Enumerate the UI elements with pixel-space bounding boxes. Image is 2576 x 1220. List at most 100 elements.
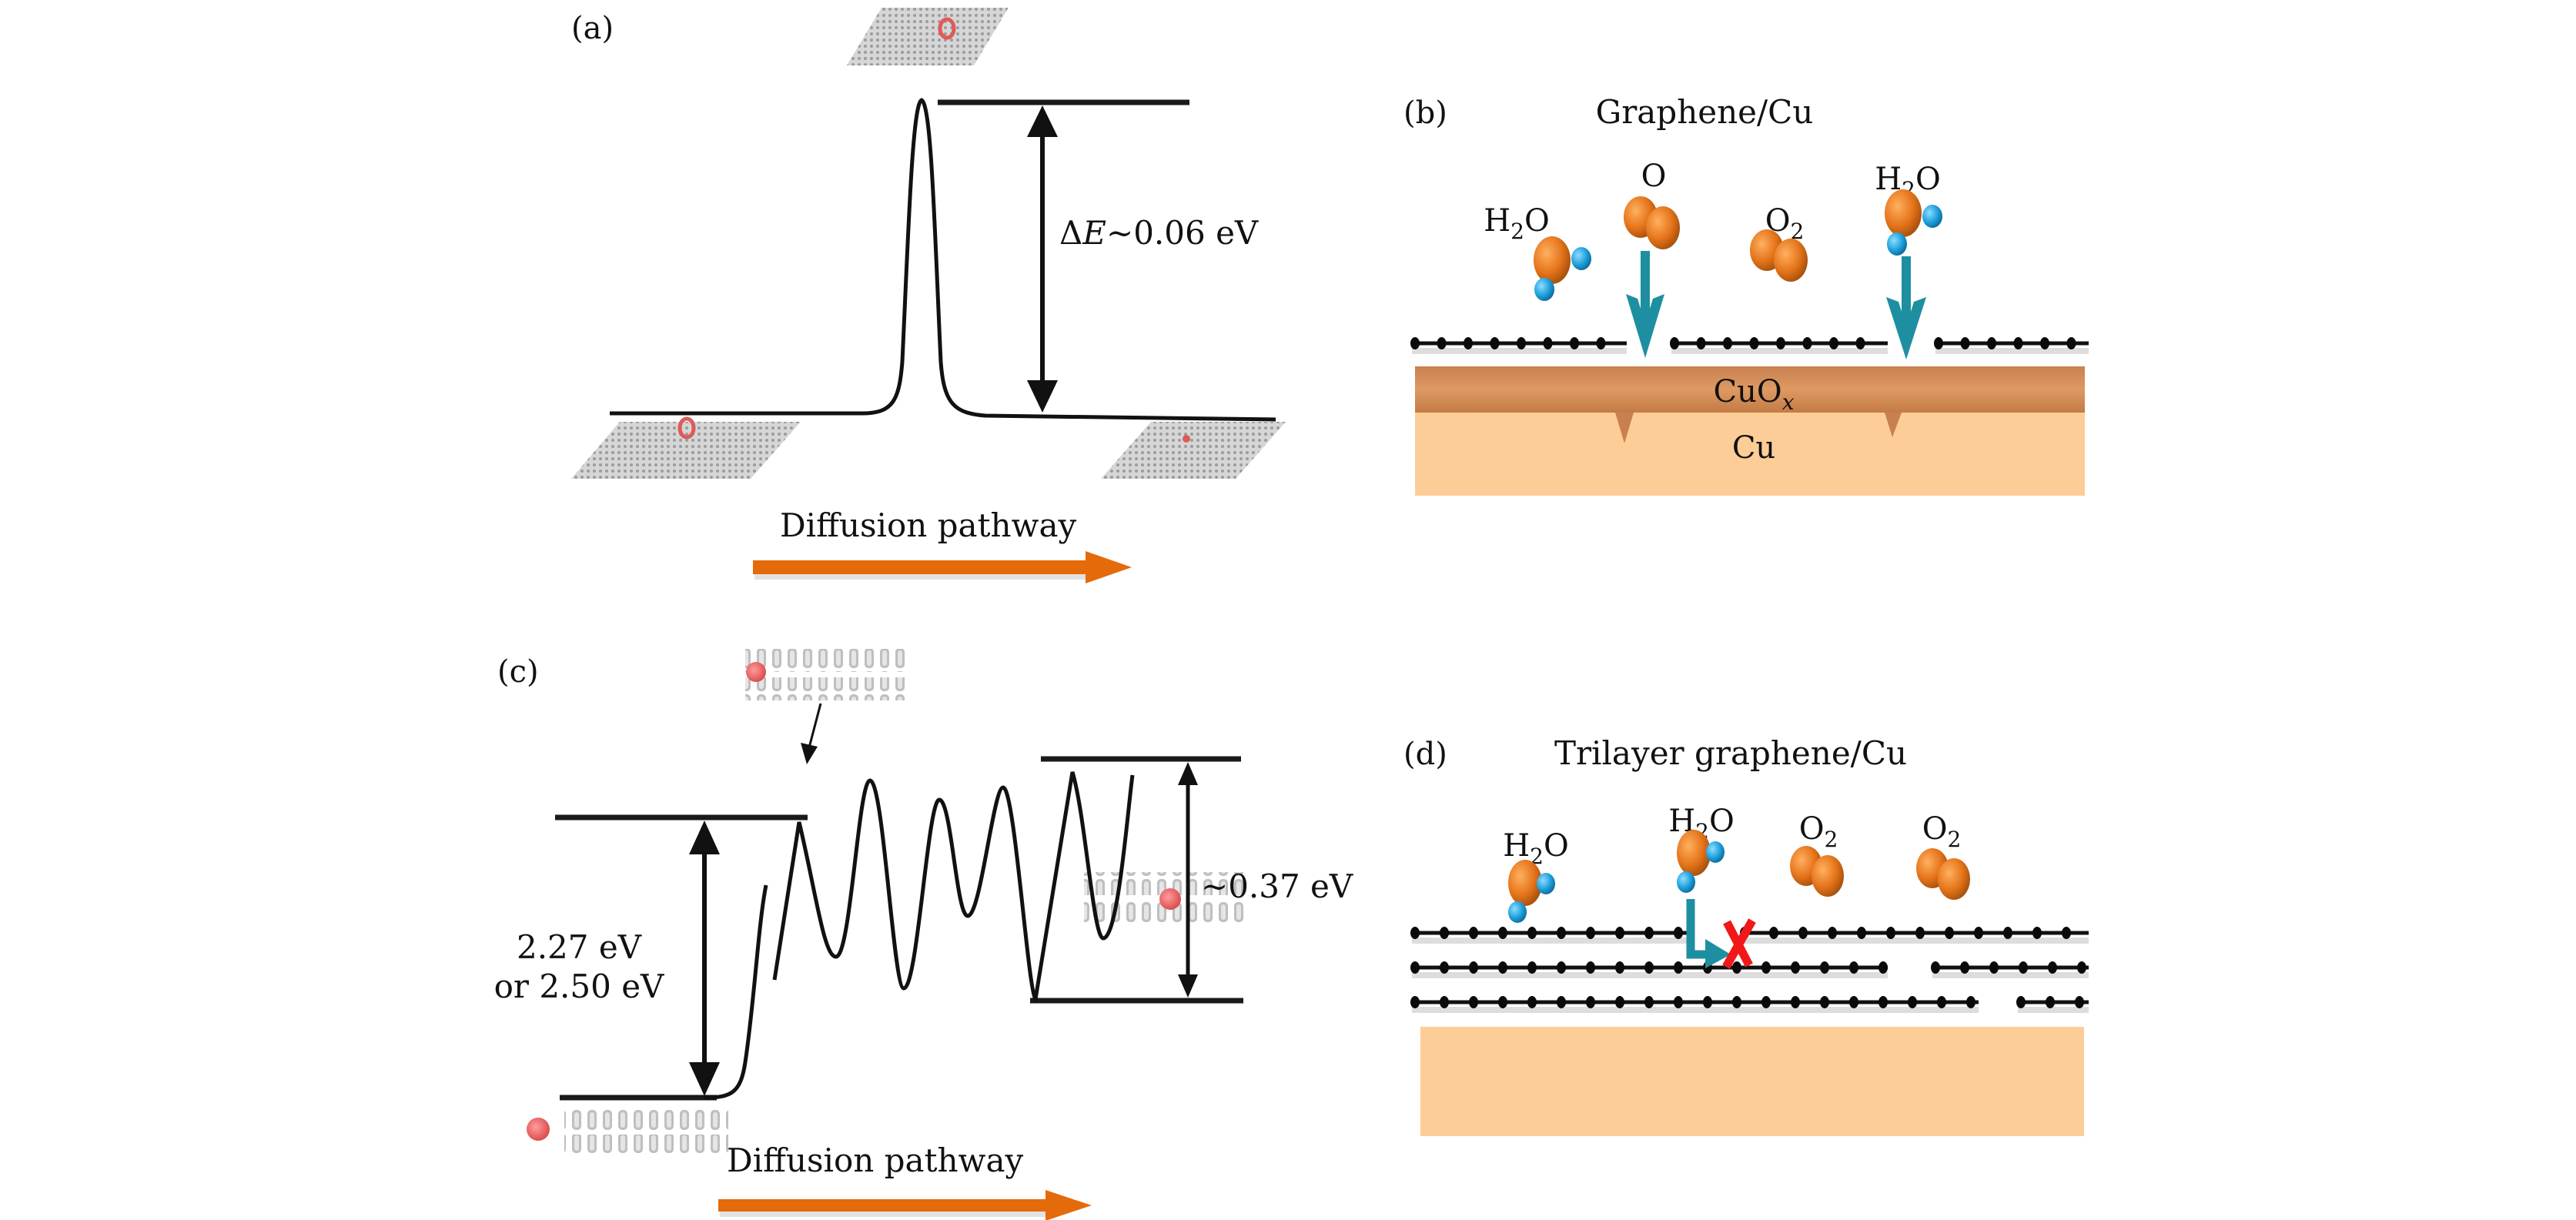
species-label-o2: O2 <box>1799 811 1838 852</box>
layer-shadow <box>1412 972 1888 978</box>
carbon-atom <box>1440 996 1449 1008</box>
carbon-atom <box>1791 996 1800 1008</box>
carbon-atom <box>1769 927 1778 939</box>
carbon-atom <box>1596 337 1606 349</box>
barrier-double-arrow-a <box>1027 105 1058 413</box>
carbon-atom <box>1644 961 1654 974</box>
barrier-double-arrow-c-small <box>1178 762 1198 998</box>
carbon-atom <box>1937 996 1946 1008</box>
water-molecule-icon <box>1534 236 1591 301</box>
graphene-sheet-transition-state <box>847 8 1009 65</box>
layer-shadow <box>1741 938 2089 944</box>
panel-a: (a) ΔE~0.06 eV Diffusion pathway <box>571 8 1286 583</box>
species-label-h2o: H2O <box>1503 828 1569 869</box>
carbon-atom <box>1410 337 1420 349</box>
carbon-atom <box>1615 927 1624 939</box>
carbon-atom <box>1908 996 1917 1008</box>
carbon-atom <box>1674 996 1683 1008</box>
carbon-atom <box>1469 961 1478 974</box>
trilayer-graphene <box>1410 927 2089 1013</box>
diffusion-pathway-arrow-c <box>718 1190 1092 1220</box>
carbon-atom <box>1878 961 1888 974</box>
carbon-atom <box>1527 927 1537 939</box>
carbon-atom <box>1670 337 1679 349</box>
panel-c: (c) <box>494 649 1353 1220</box>
layer-shadow <box>1935 348 2089 354</box>
carbon-atom <box>1966 996 1975 1008</box>
barrier-label-c-small: ~0.37 eV <box>1201 867 1353 905</box>
graphene-sheet-final-state <box>1101 422 1286 479</box>
panel-d: (d) Trilayer graphene/Cu H2O H2O O2 O2 <box>1403 734 2089 1136</box>
barrier-double-arrow-c-large <box>689 821 720 1096</box>
carbon-atom <box>1557 927 1566 939</box>
carbon-atom <box>1732 961 1741 974</box>
blocked-penetration-arrow-icon <box>1686 899 1731 968</box>
diffusion-pathway-arrow-a <box>753 551 1132 583</box>
panel-d-label: (d) <box>1403 737 1447 772</box>
carbon-atom <box>2003 927 2012 939</box>
carbon-atom <box>1749 337 1759 349</box>
carbon-atom <box>1849 996 1858 1008</box>
panel-b-label: (b) <box>1403 95 1447 131</box>
layer-shadow <box>1932 972 2089 978</box>
carbon-atom <box>2075 996 2084 1008</box>
species-label-h2o: H2O <box>1484 203 1550 244</box>
water-molecule-icon <box>1508 860 1555 923</box>
carbon-atom <box>1644 996 1654 1008</box>
energy-profile-wave <box>772 771 1135 1004</box>
carbon-atom <box>1857 927 1866 939</box>
carbon-atom <box>1644 927 1654 939</box>
copper-substrate <box>1420 1027 2084 1136</box>
panel-d-title: Trilayer graphene/Cu <box>1554 734 1907 772</box>
copper-substrate <box>1415 413 2085 496</box>
carbon-atom <box>1437 337 1447 349</box>
barrier-label-a: ΔE~0.06 eV <box>1059 214 1259 252</box>
carbon-atom <box>1878 996 1888 1008</box>
carbon-atom <box>1410 927 1420 939</box>
diffusion-pathway-label-c: Diffusion pathway <box>727 1141 1024 1179</box>
oxygen-adatom-icon <box>746 662 766 682</box>
carbon-atom <box>1440 927 1449 939</box>
carbon-atom <box>1440 961 1449 974</box>
carbon-atom <box>1723 337 1732 349</box>
carbon-atom <box>2077 961 2086 974</box>
carbon-atom <box>1517 337 1526 349</box>
carbon-atom <box>2019 961 2028 974</box>
penetration-arrow-icon <box>1626 251 1664 358</box>
carbon-atom <box>1802 337 1812 349</box>
carbon-atom <box>1570 337 1579 349</box>
oxygen-molecule-icon <box>1624 196 1680 249</box>
carbon-atom <box>1886 927 1895 939</box>
graphene-layer <box>1410 337 2089 354</box>
carbon-atom <box>1490 337 1500 349</box>
carbon-atom <box>1498 961 1507 974</box>
layer-shadow <box>1412 938 1694 944</box>
layer-shadow <box>2018 1007 2089 1013</box>
carbon-atom <box>1855 337 1865 349</box>
layer-shadow <box>1412 348 1627 354</box>
bilayer-inset-transition <box>745 649 905 700</box>
carbon-atom <box>1615 961 1624 974</box>
energy-profile-rise <box>704 884 768 1100</box>
carbon-atom <box>1469 996 1478 1008</box>
diffusion-pathway-label-a: Diffusion pathway <box>780 506 1077 544</box>
oxygen-adatom-icon <box>1183 435 1190 443</box>
oxygen-molecule-icon <box>1790 846 1844 897</box>
carbon-atom <box>1557 961 1566 974</box>
panel-b-title: Graphene/Cu <box>1596 93 1814 131</box>
carbon-atom <box>1829 337 1838 349</box>
carbon-atom <box>1498 996 1507 1008</box>
carbon-atom <box>1820 961 1829 974</box>
carbon-atom <box>2062 927 2071 939</box>
pointer-arrow-line <box>807 703 822 751</box>
carbon-atom <box>1960 337 1970 349</box>
bilayer-inset-initial <box>527 1109 728 1156</box>
penetration-arrow-icon <box>1886 256 1926 359</box>
carbon-atom <box>1974 927 1983 939</box>
oxygen-adatom-icon <box>938 17 956 40</box>
carbon-atom <box>2016 996 2026 1008</box>
carbon-atom <box>2040 337 2049 349</box>
carbon-atom <box>1410 996 1420 1008</box>
carbon-atom <box>1410 961 1420 974</box>
